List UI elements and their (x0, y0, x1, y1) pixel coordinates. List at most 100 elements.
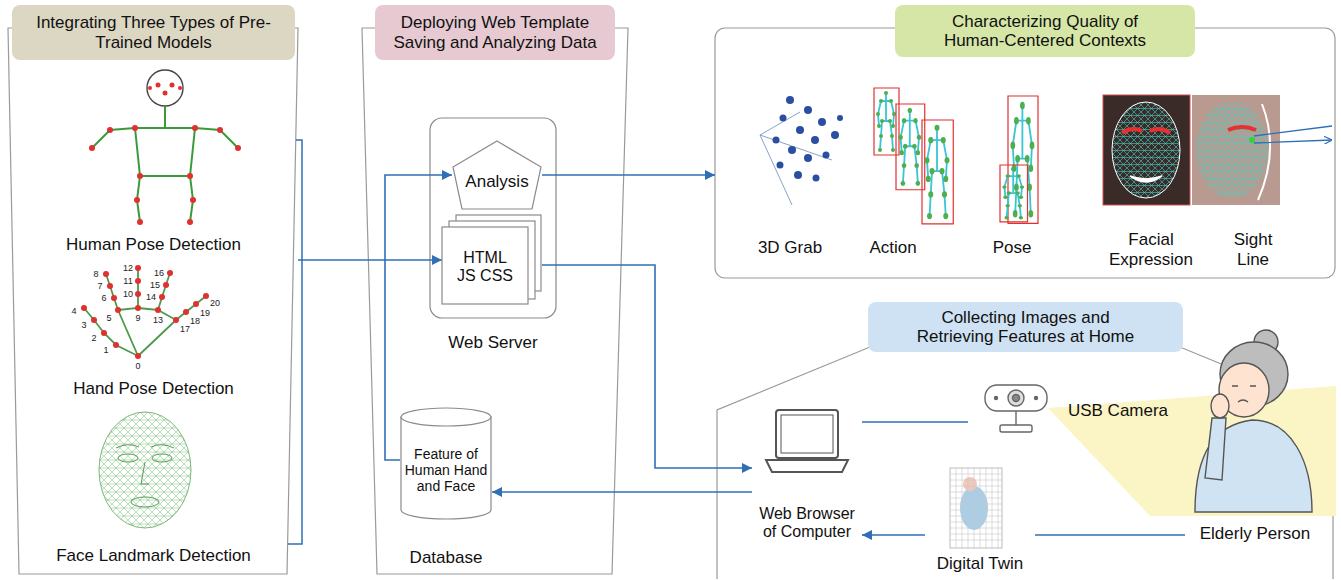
facial-expression-image (1122, 129, 1170, 133)
keypoint-number: 4 (66, 307, 82, 316)
panel-outline (715, 28, 1335, 278)
panel-outline (8, 28, 1335, 579)
keypoint-number: 20 (207, 299, 223, 308)
pose-figure (1000, 165, 1028, 222)
pose-figure (1008, 96, 1038, 223)
human-pose-figure (187, 219, 193, 225)
figure-caption: Human Pose Detection (25, 235, 282, 255)
sight-line-image (1196, 102, 1268, 198)
figure-caption: Face Landmark Detection (25, 546, 282, 566)
hand-pose-figure (107, 283, 113, 289)
keypoint-number: 10 (120, 290, 136, 299)
person-node: Elderly Person (1185, 518, 1325, 550)
pose-figure (1000, 96, 1038, 223)
keypoint-number: 0 (130, 362, 146, 371)
hand-pose-figure (81, 265, 209, 359)
hand-pose-figure (101, 330, 107, 336)
camera-node: USB Camera (968, 380, 1180, 442)
model-figure: Face Landmark Detection (25, 405, 282, 572)
database-cylinder: Feature of Human Hand and FaceDatabase (400, 405, 492, 575)
keypoint-number: 17 (177, 325, 193, 334)
human-pose-figure (137, 219, 143, 225)
bracket-line (288, 140, 302, 544)
model-panel: Integrating Three Types of Pre-Trained M… (8, 5, 298, 575)
action-figure (896, 104, 925, 190)
server-panel: Deploying Web Template Saving and Analyz… (362, 5, 628, 575)
3d-grab-figure (831, 131, 839, 139)
hand-pose-figure (183, 309, 189, 315)
keypoint-number: 9 (130, 314, 146, 323)
docs-outline (442, 227, 528, 304)
connector-arrow (492, 491, 752, 493)
3d-grab-figure (794, 171, 802, 179)
human-pose-figure (147, 70, 183, 106)
figure-caption: Action (858, 238, 928, 258)
face-mesh-figure (141, 462, 149, 484)
3d-grab-figure (823, 152, 830, 159)
usb-camera-icon (1013, 395, 1020, 402)
connector-arrow (862, 421, 968, 423)
human-pose-figure (190, 197, 196, 203)
human-pose-figure (89, 145, 95, 151)
human-pose-figure (134, 197, 140, 203)
hand-pose-figure (81, 305, 87, 311)
face-mesh-figure (99, 412, 191, 528)
panel-heading: Integrating Three Types of Pre-Trained M… (34, 13, 273, 52)
sight-line-image (1254, 126, 1332, 143)
face-mesh-figure (116, 445, 174, 448)
figure-caption: 3D Grab (750, 238, 830, 258)
human-pose-figure (132, 125, 138, 131)
human-pose-figure (89, 70, 241, 225)
computer-label: Web Browser of Computer (757, 505, 857, 542)
human-pose-figure (178, 86, 182, 90)
3d-grab-figure (804, 106, 812, 114)
keypoint-number: 7 (92, 282, 108, 291)
human-pose-figure (148, 86, 152, 90)
hand-pose-figure (193, 301, 199, 307)
file-label: HTML JS CSS (456, 249, 514, 286)
keypoint-number: 8 (88, 270, 104, 279)
keypoint-number: 19 (197, 309, 213, 318)
template-files: HTML JS CSS (442, 215, 542, 305)
keypoint-number: 11 (120, 277, 136, 286)
laptop-icon (766, 460, 848, 472)
sight-line-image (1258, 104, 1270, 200)
connector-arrow (1035, 534, 1185, 536)
panel-outline (8, 28, 298, 574)
laptop-icon (766, 410, 848, 472)
keypoint-number: 1 (98, 346, 114, 355)
cylinder-outline (401, 408, 491, 426)
computer-node: Web Browser of Computer (752, 405, 862, 548)
light-beam (1048, 386, 1336, 516)
human-pose-figure (187, 173, 193, 179)
twin-label: Digital Twin (925, 554, 1035, 574)
hand-pose-figure (103, 271, 109, 277)
keypoint-number: 18 (187, 317, 203, 326)
usb-camera-icon (985, 385, 1047, 411)
3d-grab-figure (760, 96, 843, 205)
action-figure (874, 88, 953, 224)
hand-pose-figure (173, 317, 179, 323)
face-mesh-figure (131, 497, 159, 507)
pentagon-outline (453, 141, 541, 209)
keypoint-number: 14 (143, 293, 159, 302)
usb-camera-icon (995, 397, 998, 400)
3d-grab-figure (811, 136, 819, 144)
3d-grab-figure (780, 115, 787, 122)
analysis-pentagon: Analysis (452, 140, 542, 210)
connector-arrow (862, 534, 925, 536)
3d-grab-figure (773, 137, 780, 144)
human-pose-figure (163, 91, 168, 96)
server-label: Web Server (430, 333, 556, 353)
connector-arrow (298, 259, 442, 261)
panel-heading: Characterizing Quality of Human-Centered… (931, 12, 1159, 51)
facial-expression-image (1112, 102, 1180, 198)
action-figure (922, 120, 953, 224)
camera-label: USB Camera (1058, 401, 1178, 421)
elderly-person-figure (1205, 418, 1226, 480)
3d-grab-figure (786, 96, 794, 104)
elderly-person-figure (1232, 386, 1256, 402)
